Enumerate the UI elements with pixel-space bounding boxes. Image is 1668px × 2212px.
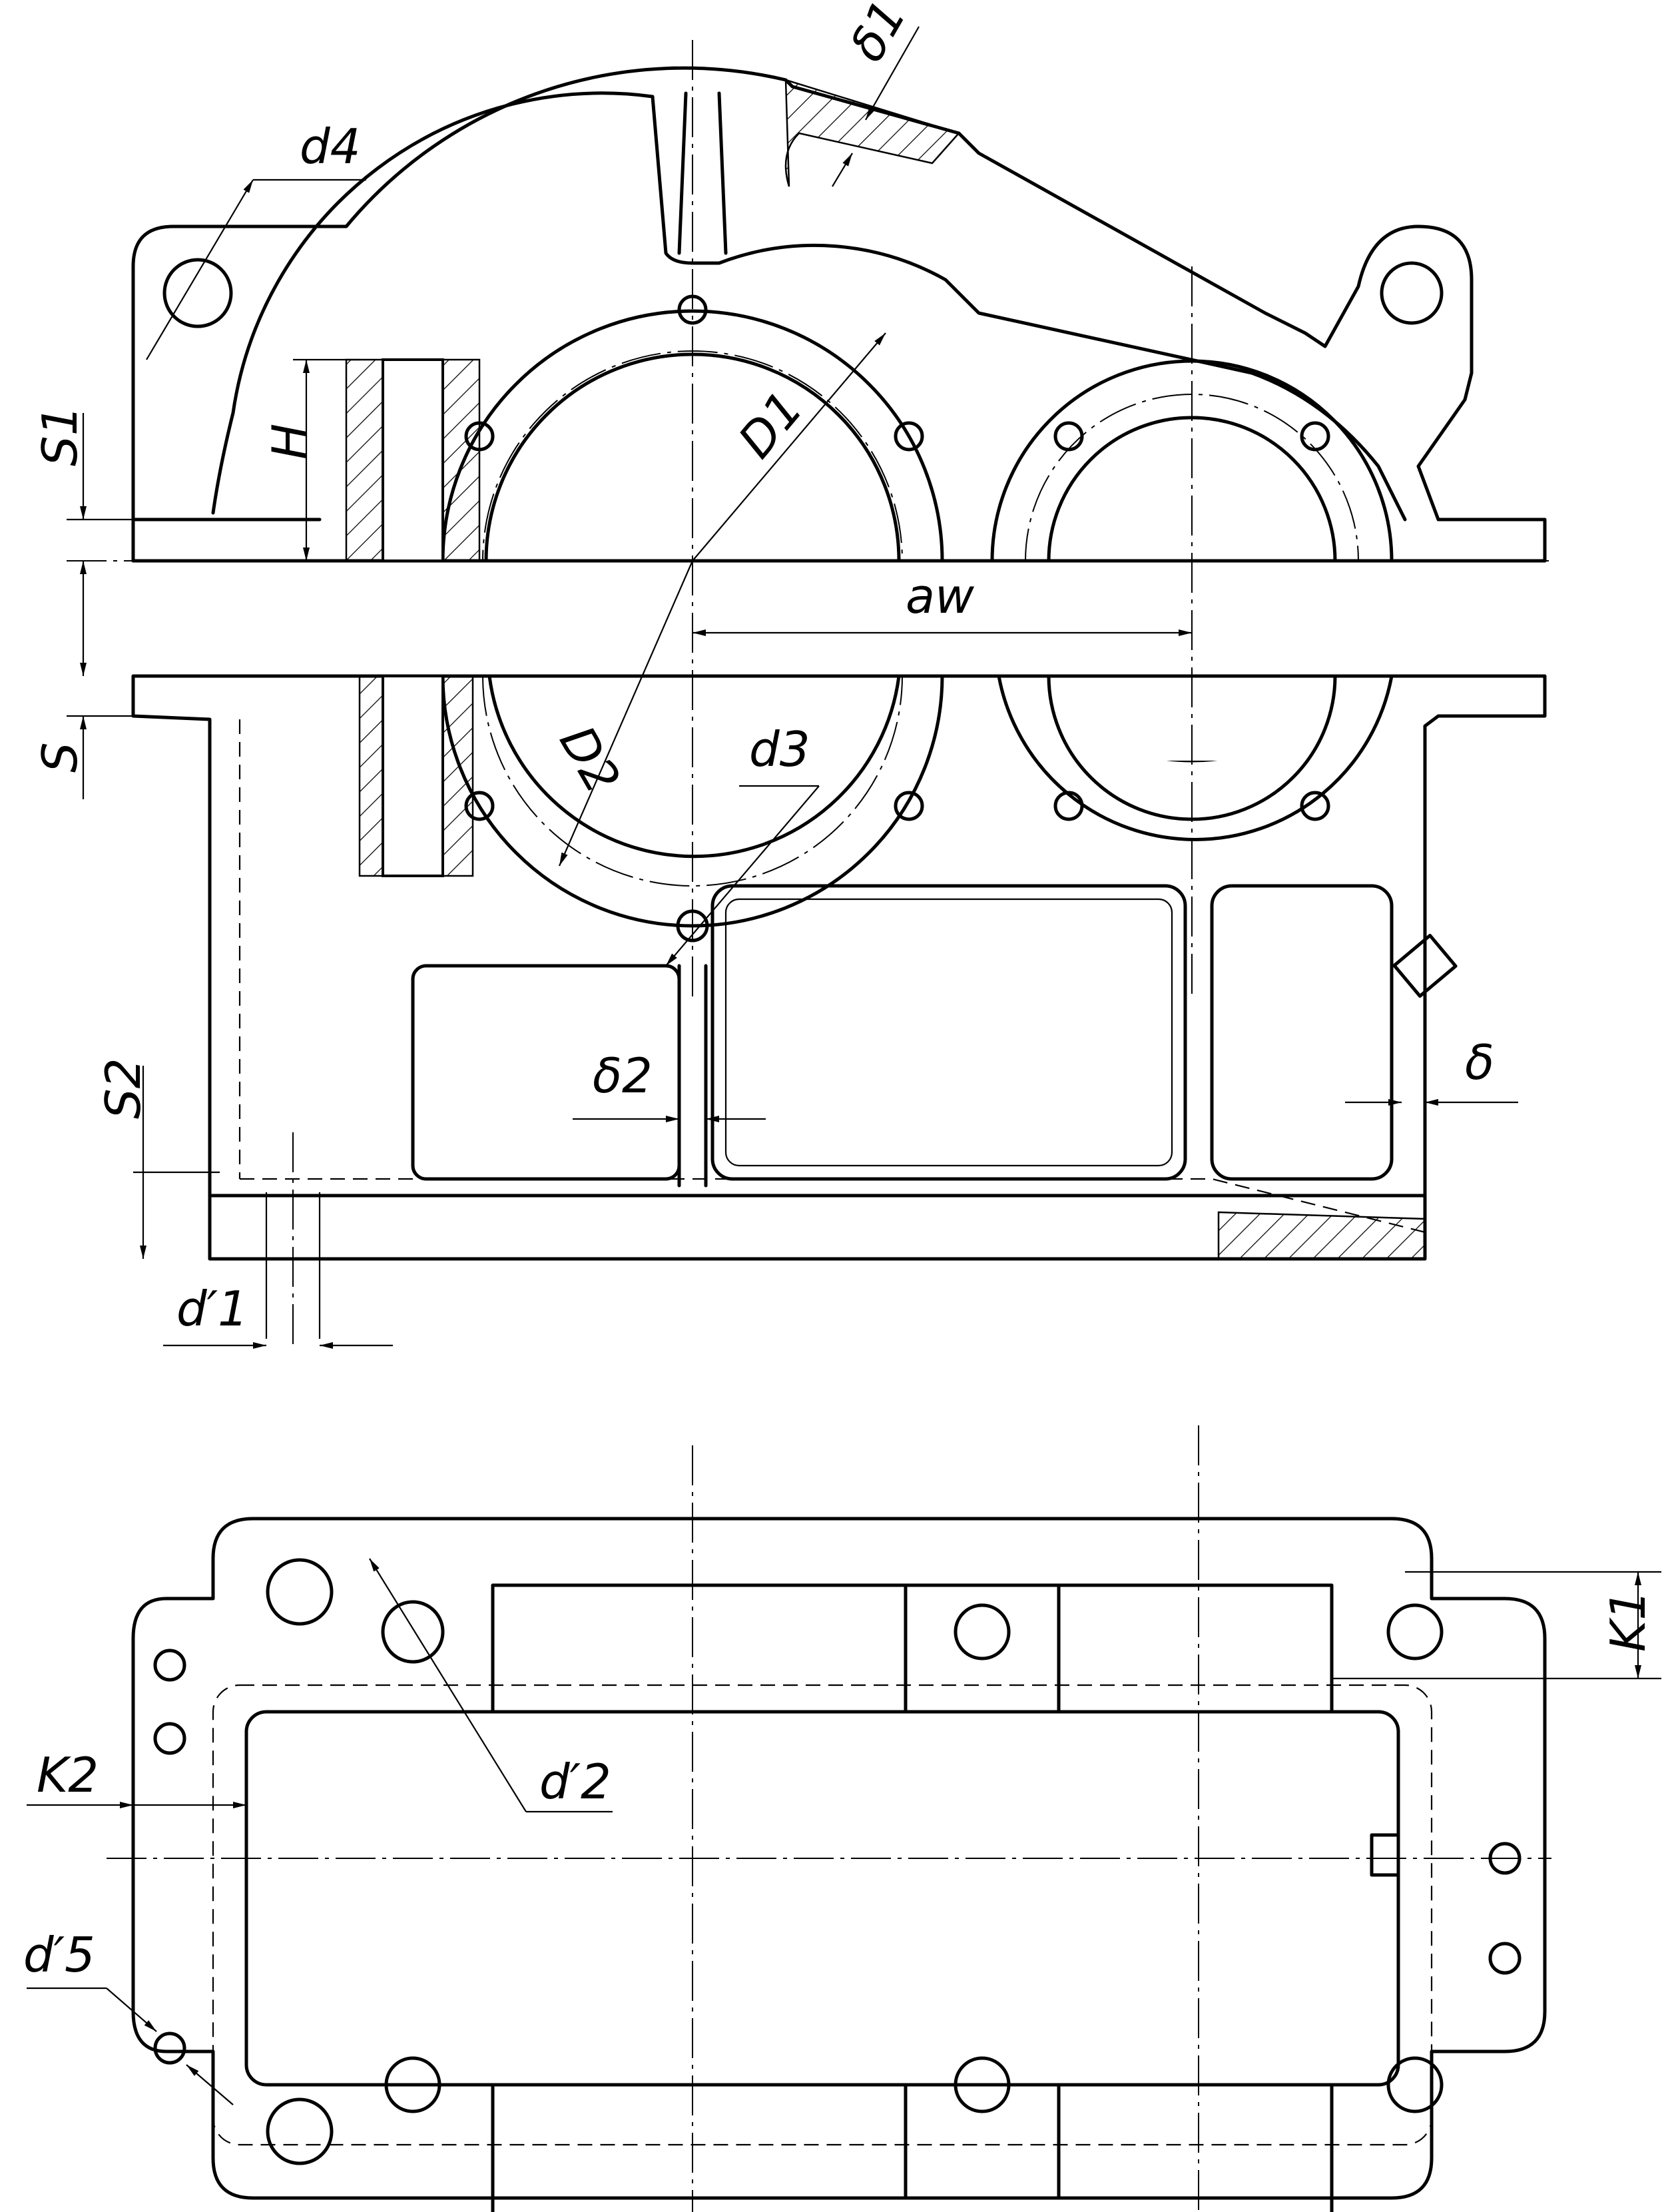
plan-bolt-holes: [153, 1558, 1522, 2165]
base-cavity-mid: [710, 884, 1187, 1181]
bolt-hole-icon: [464, 421, 495, 452]
label-delta1: δ1: [838, 0, 917, 71]
bolt-hole-icon: [894, 791, 924, 821]
label-d1: D1: [727, 381, 813, 469]
bolt-hole-icon: [676, 909, 709, 942]
bolt-hole-icon: [266, 1558, 334, 1626]
label-d4: d4: [300, 119, 361, 175]
label-s: S: [32, 742, 88, 773]
plan-inner-flange: [212, 1684, 1433, 2146]
bolt-hole-icon: [464, 791, 495, 821]
base-cavity-right: [1210, 884, 1394, 1181]
label-k2: K2: [37, 1747, 99, 1803]
cover-section-hatch: [784, 79, 961, 187]
bolt-hole-icon: [1488, 1942, 1522, 1975]
drain-plug: [1392, 934, 1458, 998]
bolt-hole-icon: [266, 2097, 334, 2165]
bolt-hole-icon: [1053, 791, 1084, 821]
bolt-hole-icon: [894, 421, 924, 452]
label-s1: S1: [32, 405, 88, 466]
bolt-hole-icon: [954, 2056, 1011, 2113]
top-rib: [677, 91, 728, 255]
bolt-hole-icon: [1300, 421, 1330, 452]
dimensions: [27, 26, 1661, 2105]
lift-hole-right: [1380, 261, 1444, 325]
cover-outline: [131, 66, 1547, 563]
cover-view: [67, 40, 1551, 999]
label-d3: d3: [749, 721, 810, 777]
bolt-hole-icon: [1053, 421, 1084, 452]
plan-inner-opening: [244, 1710, 1400, 2087]
bolt-hole-icon: [1386, 1603, 1444, 1660]
label-d5-prime: d′5: [23, 1927, 95, 1983]
bolt-hole-icon: [381, 1600, 445, 1664]
bolt-hole-icon: [384, 2056, 441, 2113]
plan-outer-outline: [131, 1517, 1547, 2200]
bolt-hole-icon: [1386, 2056, 1444, 2113]
base-view: [131, 674, 1547, 1345]
label-h: H: [262, 424, 318, 460]
lift-hole-left: [162, 258, 233, 328]
label-s2: S2: [95, 1058, 151, 1119]
cover-inner-wall: [211, 91, 1407, 522]
label-aw: aw: [906, 568, 974, 624]
bolt-hole-icon: [954, 1603, 1011, 1660]
bolt-hole-icon: [153, 2031, 186, 2065]
label-delta2: δ2: [593, 1048, 653, 1104]
cover-bolt-holes: [162, 258, 1444, 452]
label-d1-prime: d′1: [176, 1281, 248, 1337]
bolt-hole-icon: [153, 1649, 186, 1682]
bolt-hole-icon: [1300, 791, 1330, 821]
bolt-hole-icon: [153, 1722, 186, 1755]
label-d2-prime: d′2: [539, 1754, 611, 1810]
label-k1: K1: [1600, 1590, 1656, 1652]
plan-view: [107, 1425, 1551, 2212]
label-delta: δ: [1465, 1034, 1494, 1090]
